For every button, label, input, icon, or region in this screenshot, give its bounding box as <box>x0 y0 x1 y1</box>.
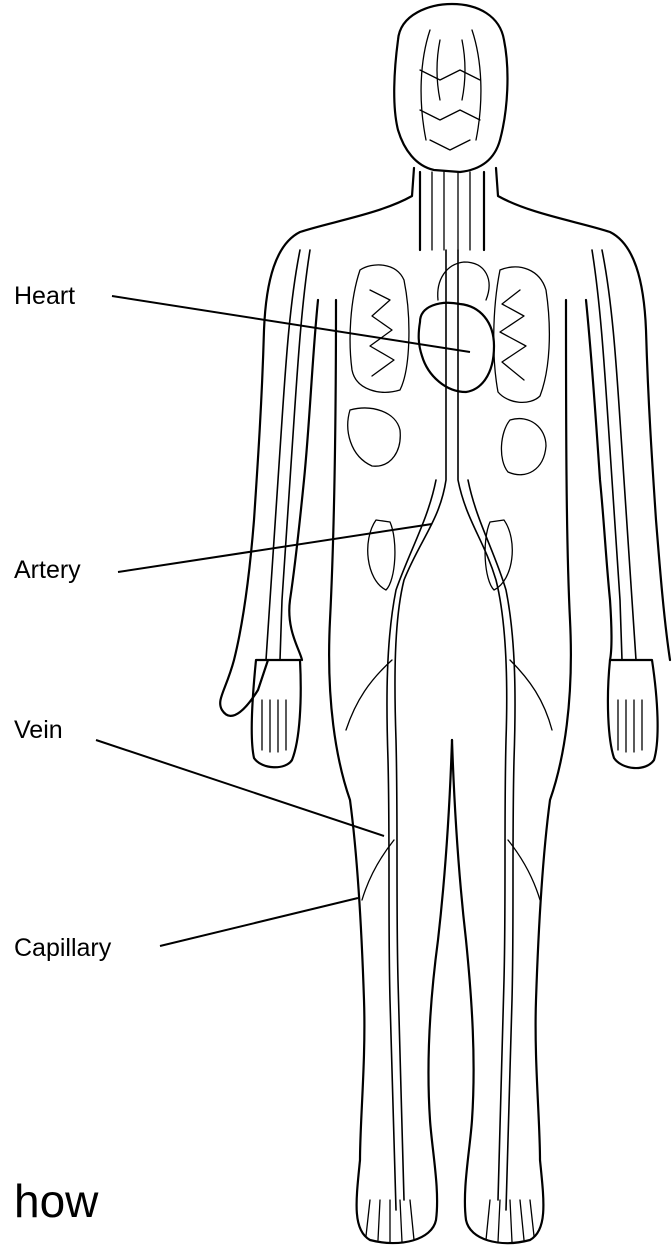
body-outline <box>220 4 670 1243</box>
capillary-label: Capillary <box>14 936 111 961</box>
caption-text: how <box>14 1178 98 1224</box>
abdominal-organs <box>348 408 546 590</box>
vein-leader-line <box>96 740 384 836</box>
head-vessels <box>420 30 481 250</box>
heart-shape <box>419 262 494 392</box>
lungs <box>350 265 549 403</box>
heart-label: Heart <box>14 284 75 309</box>
vein-label: Vein <box>14 718 63 743</box>
artery-label: Artery <box>14 558 81 583</box>
leader-lines <box>96 296 470 946</box>
capillary-leader-line <box>160 898 358 946</box>
